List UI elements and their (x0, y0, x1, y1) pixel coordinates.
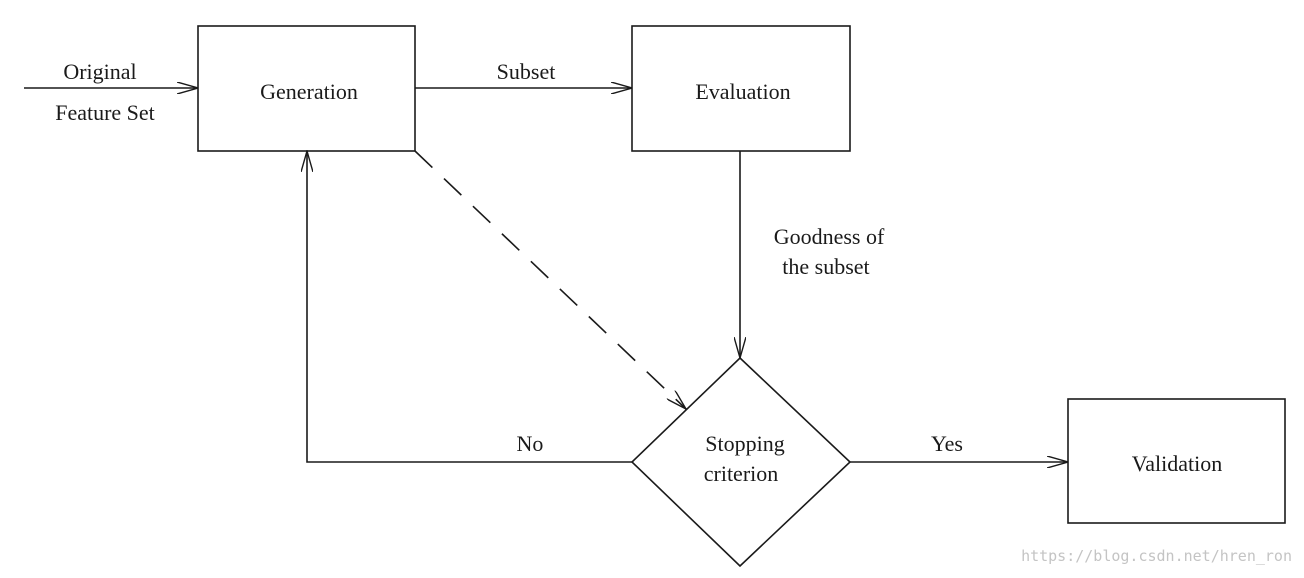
input-label-line2: Feature Set (55, 100, 155, 125)
no-arrow (307, 151, 632, 463)
subset-label: Subset (497, 59, 556, 84)
yes-label: Yes (931, 431, 963, 456)
no-label: No (517, 431, 544, 456)
evaluation-box (631, 25, 851, 152)
goodness-label-line1: Goodness of (774, 224, 885, 249)
input-label-line1: Original (63, 59, 136, 84)
goodness-label-line2: the subset (782, 254, 869, 279)
dashed-arrow (414, 150, 686, 409)
stopping-label-line1: Stopping (705, 431, 784, 456)
evaluation-label: Evaluation (695, 79, 790, 104)
stopping-label-line2: criterion (704, 461, 779, 486)
generation-label: Generation (260, 79, 358, 104)
stopping-criterion-diamond (630, 356, 852, 568)
validation-box (1067, 398, 1286, 524)
validation-label: Validation (1132, 451, 1222, 476)
watermark-url: https://blog.csdn.net/hren_ron (1021, 547, 1292, 565)
